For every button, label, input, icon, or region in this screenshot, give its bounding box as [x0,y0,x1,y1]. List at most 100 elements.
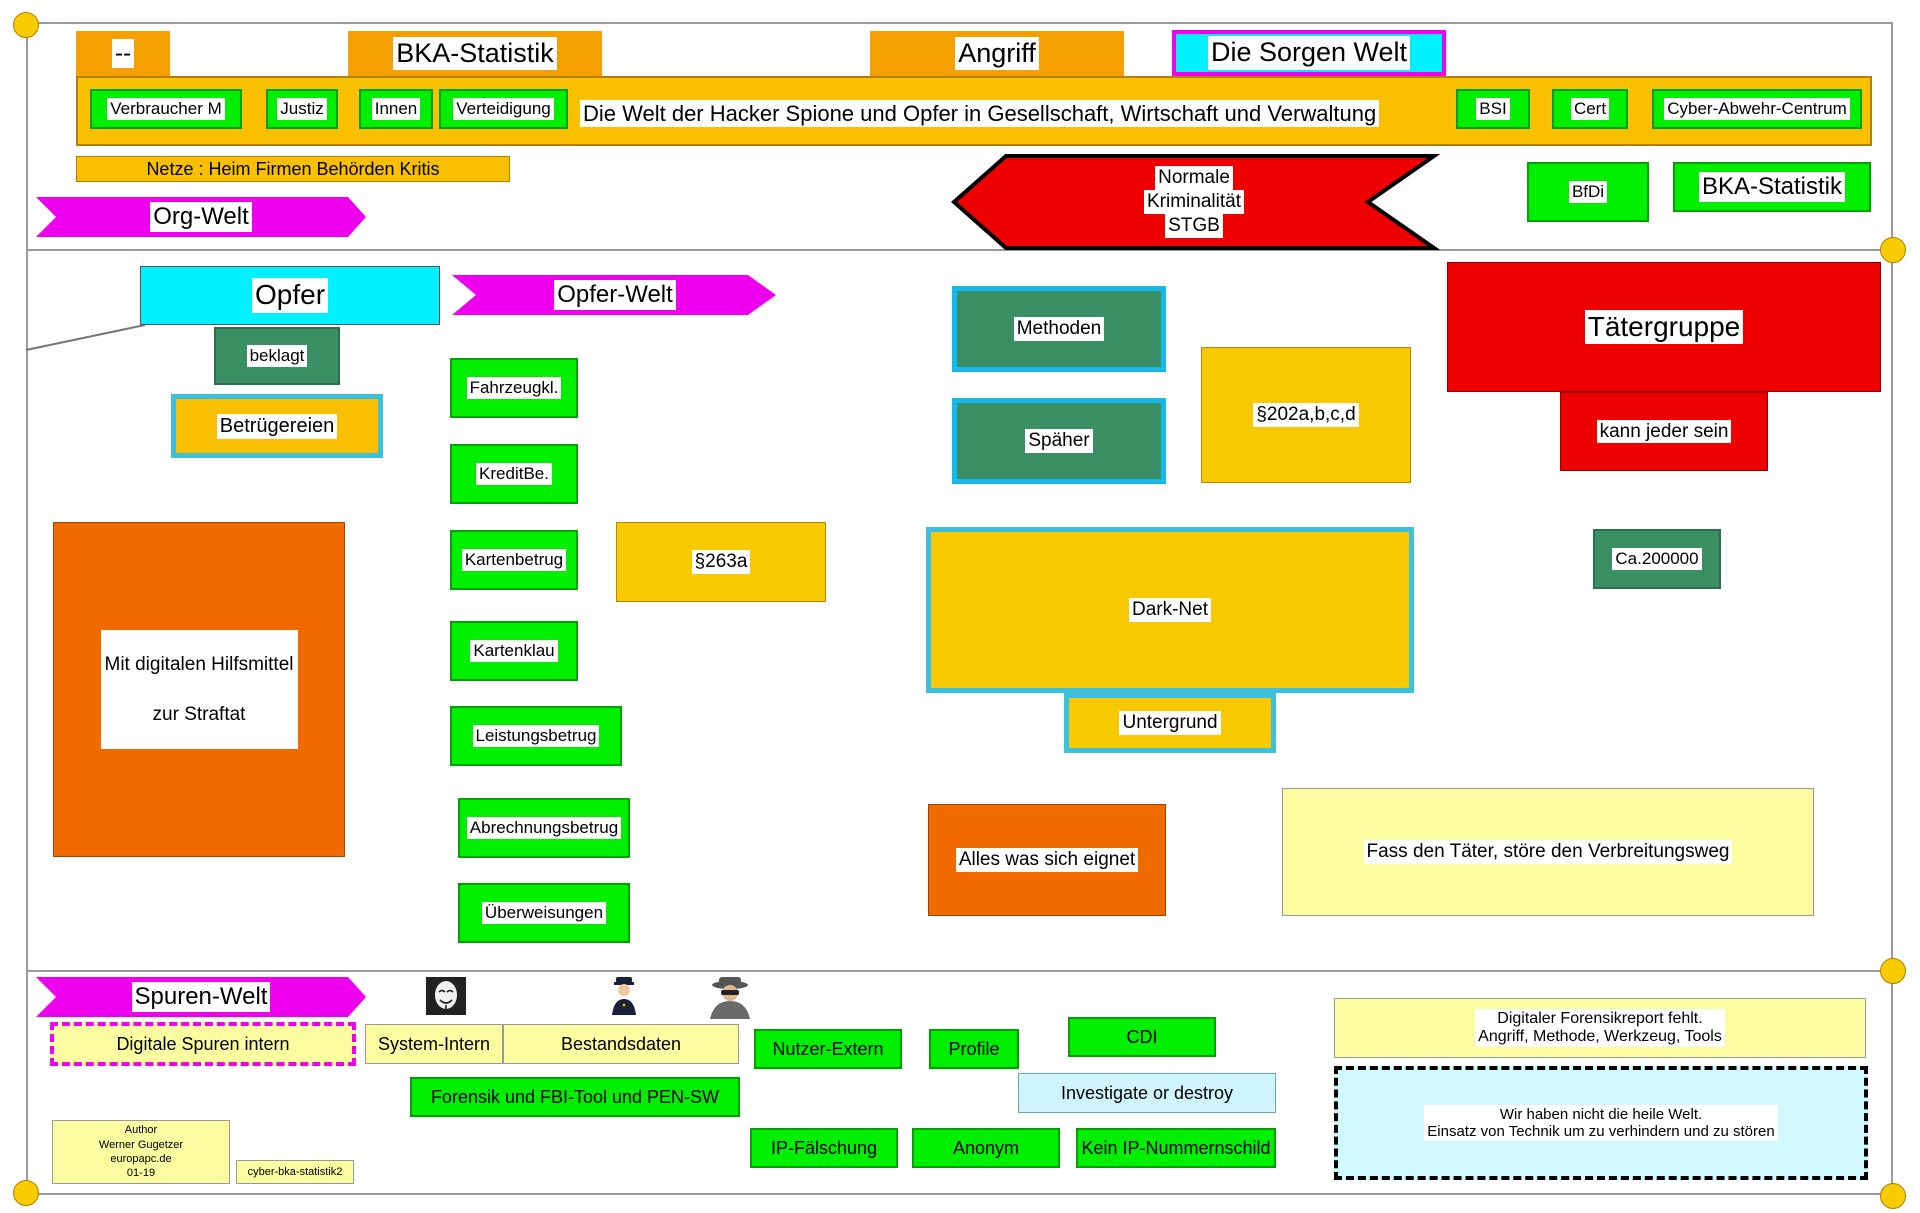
tag-innen[interactable]: Innen [359,89,433,129]
file-tag-box: cyber-bka-statistik2 [236,1160,354,1184]
connector-dot-mid-right-2[interactable] [1880,958,1906,984]
heile-welt-text: Wir haben nicht die heile Welt. Einsatz … [1424,1104,1778,1142]
tag-justiz[interactable]: Justiz [266,89,338,129]
kann-jeder-sein-box[interactable]: kann jeder sein [1560,392,1768,471]
paragraph-263a-box[interactable]: §263a [616,522,826,602]
netze-box[interactable]: Netze : Heim Firmen Behörden Kritis [76,156,510,182]
kreditbe-box[interactable]: KreditBe. [450,444,578,504]
connector-dot-bottom-right[interactable] [1880,1183,1906,1209]
untergrund-box[interactable]: Untergrund [1064,693,1276,753]
paragraph-263a-label: §263a [691,550,751,574]
ueberweisungen-box[interactable]: Überweisungen [458,883,630,943]
fass-den-taeter-box[interactable]: Fass den Täter, störe den Verbreitungswe… [1282,788,1814,916]
forensik-box[interactable]: Forensik und FBI-Tool und PEN-SW [410,1077,740,1117]
system-intern-box[interactable]: System-Intern [365,1024,503,1064]
cdi-box[interactable]: CDI [1068,1017,1216,1057]
divider-line-2 [26,970,1892,972]
ca-200000-label: Ca.200000 [1612,548,1702,570]
org-welt-label: Org-Welt [150,202,252,232]
kein-ip-label: Kein IP-Nummernschild [1081,1137,1271,1158]
spy-icon [706,975,754,1019]
investigate-label: Investigate or destroy [1060,1082,1234,1103]
sorgen-welt-box[interactable]: Die Sorgen Welt [1172,30,1446,76]
anonymous-mask-icon [426,977,466,1015]
normale-line1: Normale [1155,166,1233,191]
forensik-label: Forensik und FBI-Tool und PEN-SW [430,1086,720,1107]
opfer-box[interactable]: Opfer [140,266,440,325]
bka-statistik-box[interactable]: BKA-Statistik [348,31,602,76]
paragraph-202-box[interactable]: §202a,b,c,d [1201,347,1411,483]
heile-welt-box[interactable]: Wir haben nicht die heile Welt. Einsatz … [1334,1066,1868,1180]
opfer-label: Opfer [251,278,329,313]
angriff-label: Angriff [955,36,1039,71]
connector-dot-mid-right-1[interactable] [1880,237,1906,263]
ip-faelschung-box[interactable]: IP-Fälschung [750,1128,898,1168]
bestandsdaten-box[interactable]: Bestandsdaten [503,1024,739,1064]
nutzer-extern-box[interactable]: Nutzer-Extern [754,1029,902,1069]
profile-box[interactable]: Profile [929,1029,1019,1069]
angriff-box[interactable]: Angriff [870,31,1124,76]
normale-kriminalitaet[interactable]: Normale Kriminalität STGB [1140,162,1248,242]
kartenbetrug-box[interactable]: Kartenbetrug [450,530,578,590]
digitale-hilfsmittel-text: Mit digitalen Hilfsmittel zur Straftat [100,630,298,749]
spaeher-box[interactable]: Späher [952,398,1166,484]
system-intern-label: System-Intern [377,1033,491,1054]
normale-line2: Kriminalität [1144,190,1244,214]
connector-dot-top-left[interactable] [13,12,39,38]
tag-cyber-abwehr-label: Cyber-Abwehr-Centrum [1664,98,1850,120]
fahrzeugkl-label: Fahrzeugkl. [466,377,562,399]
divider-line-1 [26,249,1892,251]
author-line2: Werner Gugetzer [98,1138,184,1151]
methoden-label: Methoden [1013,317,1105,341]
abrechnungsbetrug-box[interactable]: Abrechnungsbetrug [458,798,630,858]
methoden-box[interactable]: Methoden [952,286,1166,372]
tag-justiz-label: Justiz [277,98,327,120]
kartenklau-label: Kartenklau [470,640,558,662]
digitale-spuren-intern-box[interactable]: Digitale Spuren intern [50,1022,356,1066]
beklagt-box[interactable]: beklagt [214,327,340,385]
org-welt-arrow[interactable]: Org-Welt [56,197,346,237]
author-box: Author Werner Gugetzer europapc.de 01-19 [52,1120,230,1184]
bestandsdaten-label: Bestandsdaten [560,1033,682,1054]
dash-box[interactable]: -- [76,31,170,76]
betruegereien-box[interactable]: Betrügereien [171,394,383,458]
connector-dot-bottom-left[interactable] [13,1180,39,1206]
bfdi-label: BfDi [1568,181,1608,203]
tag-verbraucher-label: Verbraucher M [107,98,225,120]
police-officer-icon-svg [612,977,636,1015]
tag-verbraucher[interactable]: Verbraucher M [90,89,242,129]
tag-verteidigung[interactable]: Verteidigung [439,89,568,129]
investigate-box[interactable]: Investigate or destroy [1018,1073,1276,1113]
dash-label: -- [112,38,134,69]
kein-ip-box[interactable]: Kein IP-Nummernschild [1076,1128,1276,1168]
bfdi-box[interactable]: BfDi [1527,162,1649,222]
kartenklau-box[interactable]: Kartenklau [450,621,578,681]
taetergruppe-box[interactable]: Tätergruppe [1447,262,1881,392]
tag-bsi-label: BSI [1476,98,1510,120]
ip-faelschung-label: IP-Fälschung [770,1137,878,1158]
digitale-hilfsmittel-box[interactable]: Mit digitalen Hilfsmittel zur Straftat [53,522,345,857]
police-officer-icon [608,975,640,1017]
alles-was-sich-eignet-box[interactable]: Alles was sich eignet [928,804,1166,916]
anonym-box[interactable]: Anonym [912,1128,1060,1168]
ca-200000-box[interactable]: Ca.200000 [1593,529,1721,589]
author-line3: europapc.de [110,1153,172,1165]
tag-cert-label: Cert [1570,98,1610,120]
file-tag-label: cyber-bka-statistik2 [247,1166,343,1178]
tag-cyber-abwehr[interactable]: Cyber-Abwehr-Centrum [1652,89,1862,129]
forensikreport-line1: Digitaler Forensikreport fehlt. [1497,1009,1703,1027]
forensikreport-box[interactable]: Digitaler Forensikreport fehlt. Angriff,… [1334,998,1866,1058]
abrechnungsbetrug-label: Abrechnungsbetrug [466,817,622,839]
leistungsbetrug-box[interactable]: Leistungsbetrug [450,706,622,766]
bka-statistik-2-box[interactable]: BKA-Statistik [1673,162,1871,212]
tag-bsi[interactable]: BSI [1456,89,1530,129]
tag-cert[interactable]: Cert [1552,89,1628,129]
spuren-welt-arrow[interactable]: Spuren-Welt [56,977,346,1017]
heile-welt-line2: Einsatz von Technik um zu verhindern und… [1427,1123,1775,1140]
darknet-box[interactable]: Dark-Net [926,527,1414,693]
fahrzeugkl-box[interactable]: Fahrzeugkl. [450,358,578,418]
darknet-label: Dark-Net [1128,598,1211,622]
opfer-welt-arrow[interactable]: Opfer-Welt [476,275,754,315]
